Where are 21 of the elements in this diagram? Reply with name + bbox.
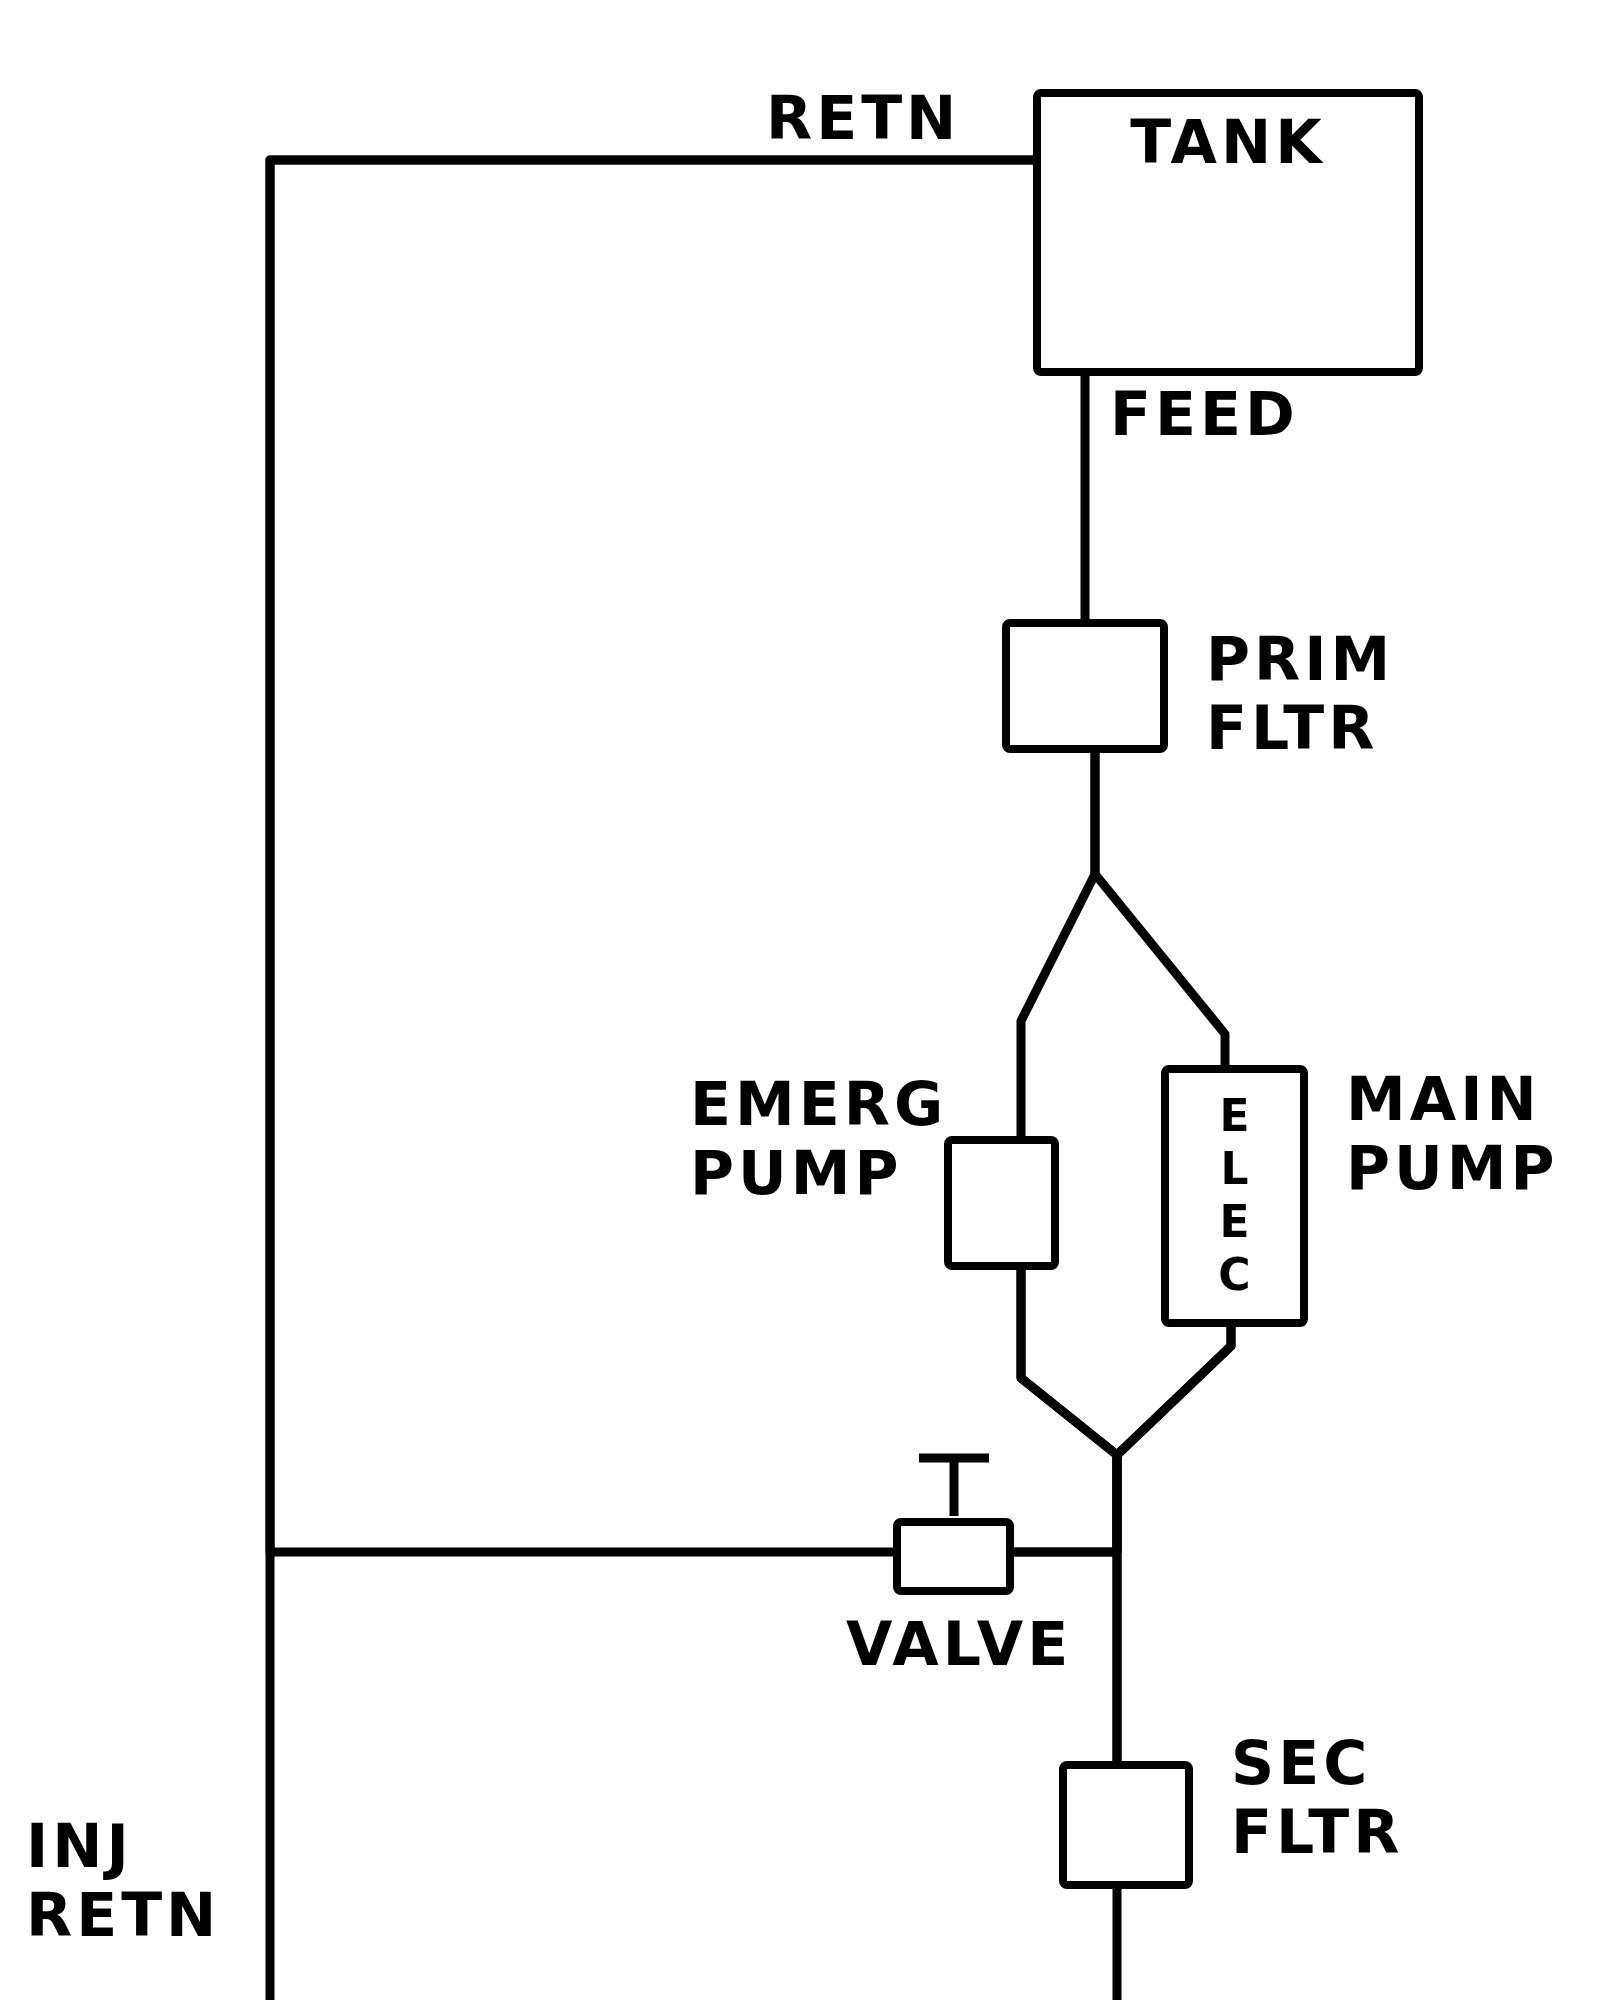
component-label: ELEC: [1209, 1090, 1260, 1302]
component-label: TANK: [1130, 107, 1326, 177]
component-box: [944, 1136, 1059, 1270]
component-box: [1033, 89, 1423, 376]
valve-symbol: [893, 1518, 1014, 1595]
line-label: INJ RETN: [26, 1812, 222, 1950]
edge-label: FEED: [1110, 380, 1299, 449]
component-label: EMERG PUMP: [690, 1070, 949, 1208]
component-box: [1002, 619, 1168, 753]
component-label: MAIN PUMP: [1346, 1065, 1560, 1203]
component-label: SEC FLTR: [1231, 1729, 1405, 1867]
pipe-line: [1090, 753, 1230, 1065]
pipe-line: [265, 155, 1033, 2000]
component-box: [1161, 1065, 1308, 1327]
pipe-line: [1014, 1327, 1236, 1557]
pipe-line: [1080, 376, 1090, 619]
component-label: PRIM FLTR: [1206, 625, 1396, 763]
component-label: VALVE: [846, 1610, 1066, 1679]
component-box: [1059, 1761, 1193, 1889]
pipe-line: [1112, 1889, 1122, 2000]
line-label: RETN: [766, 84, 962, 153]
